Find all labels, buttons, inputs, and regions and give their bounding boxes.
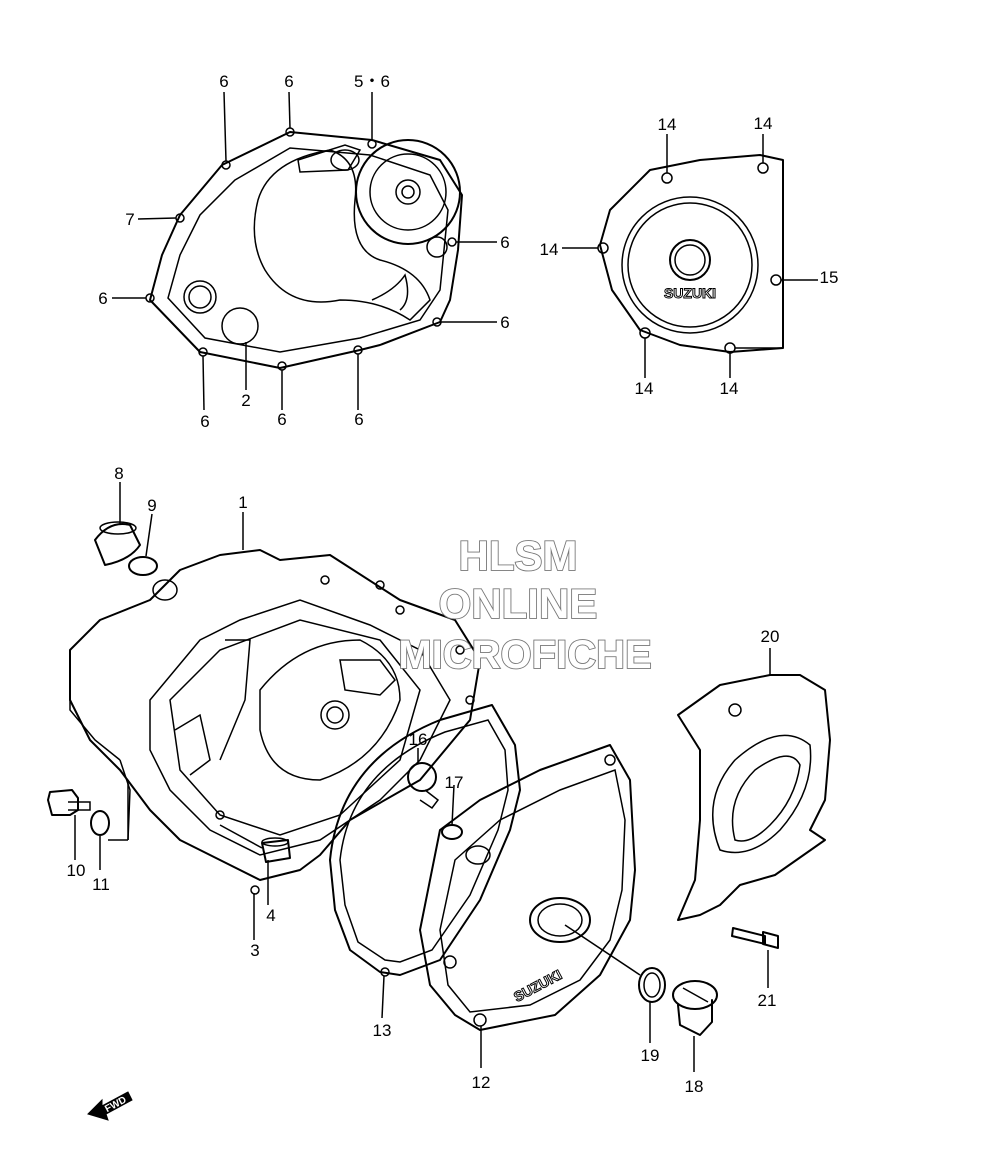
callout-6-h: 6 bbox=[354, 410, 363, 429]
callout-6-f: 6 bbox=[200, 412, 209, 431]
watermark: HLSM ONLINE MICROFICHE bbox=[397, 531, 652, 678]
callout-10: 10 bbox=[67, 861, 86, 880]
fwd-label: FWD bbox=[103, 1095, 128, 1115]
callout-20: 20 bbox=[761, 627, 780, 646]
callout-12: 12 bbox=[472, 1073, 491, 1092]
callout-6-b: 6 bbox=[284, 72, 293, 91]
callout-6-e: 6 bbox=[500, 313, 509, 332]
brand-logo-assembly: SUZUKI bbox=[511, 966, 565, 1005]
callout-7: 7 bbox=[125, 210, 134, 229]
generator-cover-outer: SUZUKI bbox=[597, 154, 784, 354]
callout-16: 16 bbox=[409, 730, 428, 749]
drain-plug bbox=[47, 789, 79, 816]
oil-filler-cap bbox=[94, 523, 141, 566]
callout-3: 3 bbox=[250, 941, 259, 960]
callout-14-e: 14 bbox=[720, 379, 739, 398]
leader-lines bbox=[74, 91, 818, 1072]
callout-18: 18 bbox=[685, 1077, 704, 1096]
callout-14-d: 14 bbox=[635, 379, 654, 398]
cap-plug-18 bbox=[672, 980, 718, 1036]
callout-2: 2 bbox=[241, 391, 250, 410]
gasket-washer-11 bbox=[90, 810, 110, 836]
clutch-cover-outer bbox=[145, 127, 463, 371]
callout-5-6: 5・6 bbox=[354, 72, 390, 91]
clutch-cover-assembly bbox=[47, 521, 481, 895]
callout-1: 1 bbox=[238, 493, 247, 512]
brand-logo: SUZUKI bbox=[664, 285, 716, 301]
watermark-line-1: HLSM bbox=[459, 532, 578, 579]
callout-14-b: 14 bbox=[754, 114, 773, 133]
callout-21: 21 bbox=[758, 991, 777, 1010]
callout-6-c: 6 bbox=[500, 233, 509, 252]
callout-9: 9 bbox=[147, 496, 156, 515]
o-ring-19 bbox=[638, 967, 666, 1003]
sprocket-cover bbox=[677, 674, 831, 921]
callout-13: 13 bbox=[373, 1021, 392, 1040]
callout-19: 19 bbox=[641, 1046, 660, 1065]
callout-4: 4 bbox=[266, 906, 275, 925]
callout-15: 15 bbox=[820, 268, 839, 287]
callout-14-c: 14 bbox=[540, 240, 559, 259]
o-ring-9 bbox=[128, 556, 158, 576]
bolt-21 bbox=[731, 927, 779, 949]
callout-6-a: 6 bbox=[219, 72, 228, 91]
callout-17: 17 bbox=[445, 773, 464, 792]
callout-6-g: 6 bbox=[277, 410, 286, 429]
callout-11: 11 bbox=[92, 875, 110, 894]
cap-plug-16 bbox=[407, 762, 440, 810]
callout-labels: 6 6 5・6 7 6 6 6 2 6 6 6 14 14 14 15 14 1… bbox=[67, 72, 839, 1096]
fwd-arrow-icon: FWD bbox=[87, 1091, 133, 1121]
watermark-line-3: MICROFICHE bbox=[398, 633, 651, 677]
o-ring-17 bbox=[441, 824, 463, 840]
dowel-pin bbox=[261, 839, 291, 863]
callout-8: 8 bbox=[114, 464, 123, 483]
callout-14-a: 14 bbox=[658, 115, 677, 134]
callout-6-d: 6 bbox=[98, 289, 107, 308]
watermark-line-2: ONLINE bbox=[439, 580, 598, 627]
